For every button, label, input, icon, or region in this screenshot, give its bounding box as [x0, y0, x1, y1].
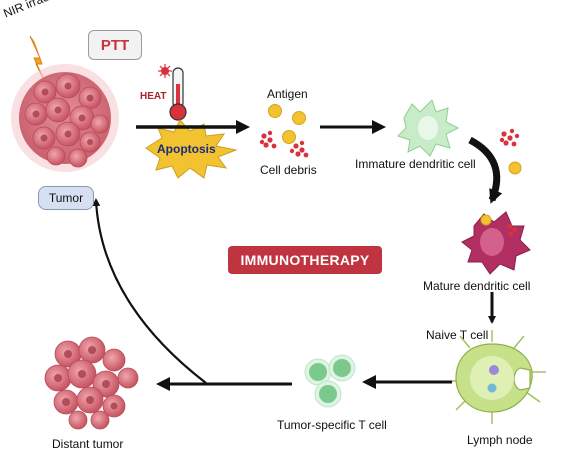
immunotherapy-label: IMMUNOTHERAPY — [240, 252, 370, 268]
immunotherapy-badge: IMMUNOTHERAPY — [228, 246, 382, 274]
ptt-label: PTT — [100, 36, 130, 54]
distant-tumor-illustration — [44, 336, 139, 430]
cell-debris-label: Cell debris — [260, 163, 317, 177]
tumor-label: Tumor — [48, 191, 84, 205]
heat-label: HEAT — [140, 91, 167, 102]
naive-t-cell-label: Naive T cell — [426, 328, 489, 342]
distant-tumor-label: Distant tumor — [52, 437, 124, 451]
debris-cluster-right — [499, 128, 520, 147]
lymph-node-label: Lymph node — [467, 433, 533, 447]
tumor-specific-t-cell-label: Tumor-specific T cell — [277, 418, 387, 432]
immature-dc-label: Immature dendritic cell — [355, 157, 476, 171]
mature-dc-label: Mature dendritic cell — [423, 279, 531, 293]
tumor-badge: Tumor — [38, 186, 94, 210]
mature-dendritic-cell-icon — [461, 211, 531, 275]
heat-particle-icon — [158, 64, 172, 78]
cell-debris-icon — [259, 130, 309, 158]
arrow-immature-to-mature — [468, 136, 503, 204]
immature-dendritic-cell-icon — [397, 99, 460, 157]
antigen-label: Antigen — [267, 87, 308, 101]
antigen-icon — [268, 104, 306, 144]
ptt-badge: PTT — [88, 30, 142, 60]
tumor-illustration — [11, 64, 119, 172]
arrow-back-to-tumor — [92, 198, 207, 384]
tumor-specific-t-cell-icon — [304, 354, 356, 408]
lymph-node-icon — [445, 330, 546, 424]
antigen-right-icon — [508, 161, 522, 175]
thermometer-icon — [169, 67, 187, 121]
apoptosis-label: Apoptosis — [157, 142, 216, 156]
